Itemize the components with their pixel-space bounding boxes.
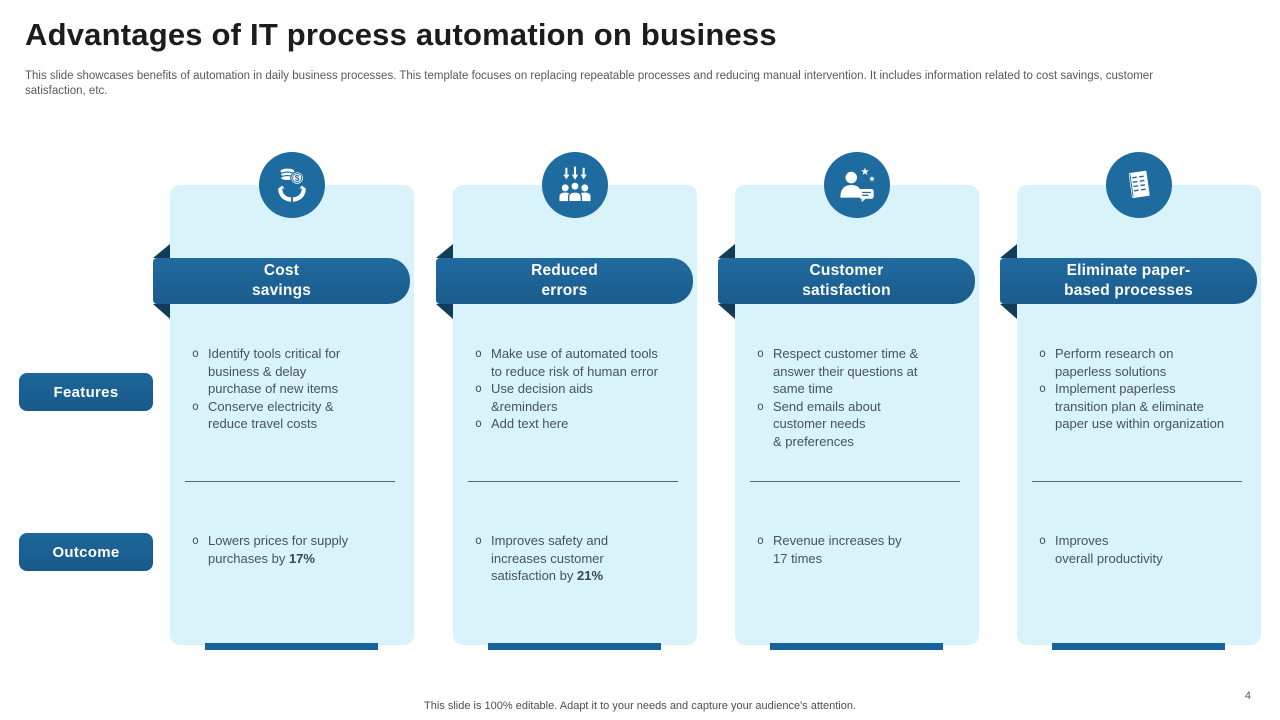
page-title: Advantages of IT process automation on b… — [25, 17, 777, 52]
ribbon-fold-bottom — [153, 304, 170, 319]
card-bottom-bar — [770, 643, 943, 650]
outcome-list: o Improves overall productivity — [1017, 532, 1261, 567]
bullet-glyph: o — [1039, 533, 1046, 547]
page-number: 4 — [1244, 690, 1251, 702]
card-divider — [185, 481, 395, 482]
ribbon-fold-top — [1000, 244, 1017, 258]
ribbon-fold-bottom — [718, 304, 735, 319]
bullet-glyph: o — [757, 346, 764, 360]
bullet-glyph: o — [1039, 381, 1046, 396]
svg-text:$: $ — [295, 174, 300, 183]
card-title-ribbon: Reduced errors — [436, 258, 693, 304]
bullet-glyph: o — [192, 533, 199, 547]
ribbon-fold-bottom — [1000, 304, 1017, 319]
card-title-ribbon: Eliminate paper- based processes — [1000, 258, 1257, 304]
outcome-list: o Improves safety and increases customer… — [453, 532, 697, 585]
svg-text:★: ★ — [868, 175, 875, 184]
outcome-item: o Lowers prices for supply purchases by … — [192, 533, 349, 566]
page-subtitle: This slide showcases benefits of automat… — [25, 70, 1154, 97]
card-bottom-bar — [205, 643, 378, 650]
card-title-ribbon: Cost savings — [153, 258, 410, 304]
ribbon-fold-top — [436, 244, 453, 258]
svg-text:★: ★ — [860, 166, 869, 178]
card-divider — [750, 481, 960, 482]
card-bottom-bar — [1052, 643, 1225, 650]
outcome-list: o Lowers prices for supply purchases by … — [170, 532, 414, 567]
row-label-outcome: Outcome — [19, 533, 153, 571]
card-divider — [468, 481, 678, 482]
bullet-glyph: o — [475, 533, 482, 547]
person-stars-chat-icon: ★ ★ — [824, 152, 890, 218]
hands-holding-coins-icon: $ — [259, 152, 325, 218]
people-down-arrows-icon — [542, 152, 608, 218]
row-label-features: Features — [19, 373, 153, 411]
ribbon-fold-top — [718, 244, 735, 258]
card-divider — [1032, 481, 1242, 482]
bullet-glyph: o — [475, 346, 482, 360]
ribbon-fold-bottom — [436, 304, 453, 319]
row-label-features-text: Features — [53, 383, 119, 401]
outcome-item: o Revenue increases by 17 times — [757, 533, 902, 566]
paper-document-icon — [1106, 152, 1172, 218]
bullet-glyph: o — [192, 346, 199, 360]
bullet-glyph: o — [475, 381, 482, 396]
bullet-glyph: o — [1039, 346, 1046, 360]
card-title-ribbon: Customer satisfaction — [718, 258, 975, 304]
bullet-glyph: o — [475, 416, 482, 431]
outcome-item: o Improves safety and increases customer… — [475, 533, 609, 584]
bullet-glyph: o — [192, 398, 199, 413]
card-bottom-bar — [488, 643, 661, 650]
footer-note: This slide is 100% editable. Adapt it to… — [424, 700, 856, 712]
outcome-list: o Revenue increases by 17 times — [735, 532, 979, 567]
outcome-item: o Improves overall productivity — [1039, 533, 1163, 566]
ribbon-fold-top — [153, 244, 170, 258]
row-label-outcome-text: Outcome — [52, 543, 120, 561]
bullet-glyph: o — [757, 398, 764, 413]
bullet-glyph: o — [757, 533, 764, 547]
